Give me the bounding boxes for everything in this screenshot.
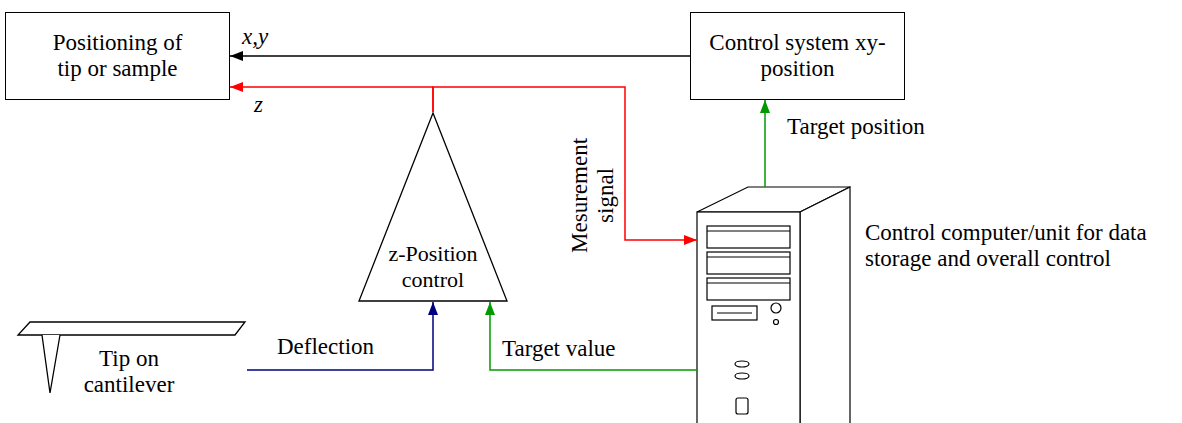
signal-label: Target position xyxy=(785,114,927,140)
drive-bay xyxy=(707,278,790,300)
bay-line xyxy=(707,256,790,257)
tip-symbol xyxy=(42,335,60,393)
computer-node: Control computer/unit for data storage a… xyxy=(697,187,1177,423)
signal-label: Deflection xyxy=(275,334,376,360)
node-label: z-Position control xyxy=(358,241,508,292)
button xyxy=(735,373,749,379)
floppy-drive xyxy=(712,306,757,320)
node-label: Control computer/unit for data storage a… xyxy=(865,220,1165,273)
computer-side xyxy=(800,187,850,423)
node-label: Control system xy-position xyxy=(703,30,893,83)
drive-bay xyxy=(707,226,790,248)
computer-front xyxy=(697,212,800,423)
signal-arrow xyxy=(490,302,697,370)
process-box: Control system xy-position xyxy=(690,12,905,100)
signal-arrow xyxy=(230,55,690,57)
signal-label: Target value xyxy=(500,336,618,362)
power-button xyxy=(771,303,781,313)
switch xyxy=(736,398,748,414)
floppy-slot xyxy=(717,312,752,313)
drive-bay xyxy=(707,252,790,274)
process-box: Positioning of tip or sample xyxy=(5,12,230,100)
node-label: Positioning of tip or sample xyxy=(43,30,193,83)
computer-drawing xyxy=(697,187,850,423)
signal-arrow xyxy=(764,100,766,187)
signal-arrow xyxy=(247,302,433,370)
button xyxy=(735,361,749,367)
triangle-shape xyxy=(359,113,507,301)
node-label: Tip on cantilever xyxy=(73,346,185,399)
control-triangle: z-Position control xyxy=(358,112,508,302)
signal-label: x,y xyxy=(240,24,270,50)
cantilever-node: Tip on cantilever xyxy=(15,318,247,400)
signal-label: z xyxy=(252,92,265,118)
led xyxy=(774,320,779,325)
cantilever-beam xyxy=(18,322,245,335)
bay-line xyxy=(707,230,790,231)
bay-line xyxy=(707,282,790,283)
signal-label: Mesurement signal xyxy=(567,130,620,259)
